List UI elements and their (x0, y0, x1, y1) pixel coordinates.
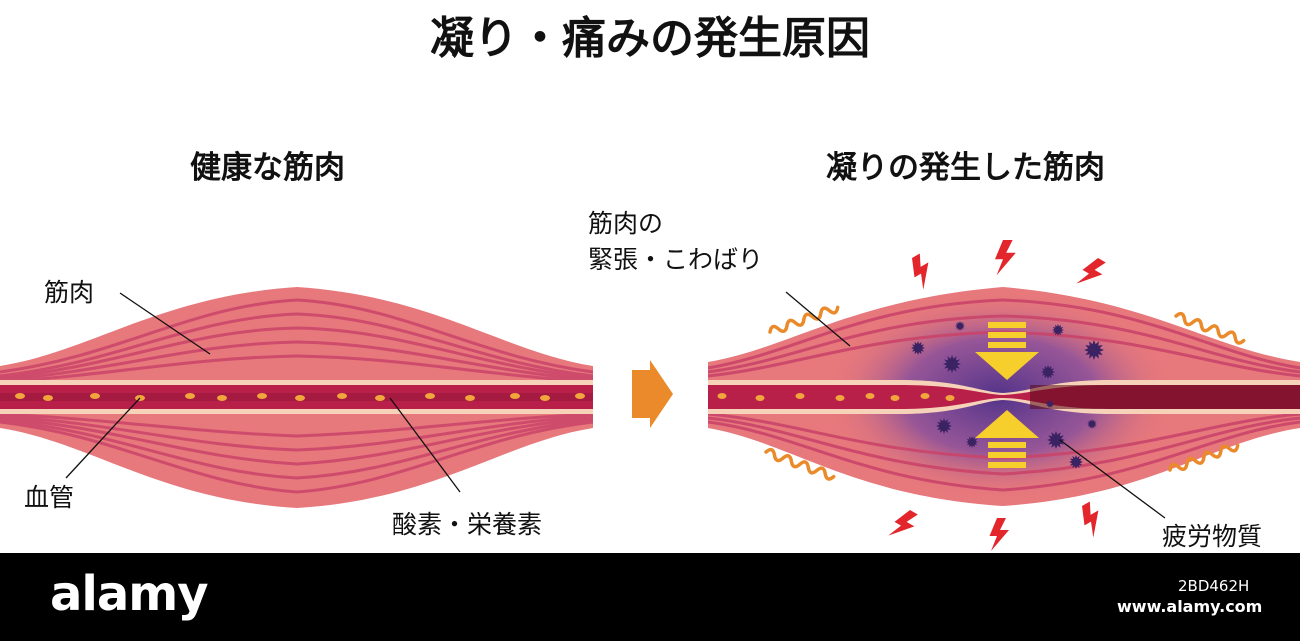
leader-line-vessel (65, 397, 141, 479)
nutrient-particle (540, 395, 550, 401)
fatigue-particle (1069, 455, 1083, 469)
nutrient-particle (185, 393, 195, 399)
fatigue-particle (1047, 431, 1065, 449)
fatigue-particle (936, 418, 952, 434)
label-fatigue-substance: 疲労物質 (1162, 522, 1263, 551)
nutrient-particle (295, 395, 305, 401)
nutrient-particle (337, 393, 347, 399)
nutrient-particle (90, 393, 100, 399)
nutrient-particle (217, 395, 227, 401)
leader-line-nutrients (389, 397, 461, 493)
diagram-title: 凝り・痛みの発生原因 (430, 13, 870, 64)
stiff-heading: 凝りの発生した筋肉 (826, 150, 1105, 186)
pain-marks (888, 240, 1106, 551)
fatigue-particle (911, 341, 925, 355)
tension-waves (764, 305, 1246, 481)
label-muscle: 筋肉 (44, 278, 95, 307)
right-arrow-icon (632, 360, 673, 428)
nutrient-particle (575, 393, 585, 399)
nutrient-particle (43, 395, 53, 401)
healthy-nutrient-particles (15, 393, 585, 401)
muscle-diagram (0, 240, 1300, 551)
nutrient-particle (717, 393, 727, 399)
healthy-heading: 健康な筋肉 (190, 150, 345, 186)
pain-lightning-icon (912, 253, 929, 290)
tension-wave (764, 447, 836, 481)
tension-wave (1174, 311, 1246, 345)
nutrient-particle (945, 395, 955, 401)
nutrient-particle (15, 393, 25, 399)
fatigue-substance-particles (911, 321, 1104, 469)
nutrient-particle (425, 393, 435, 399)
watermark-image-id: 2BD462H (1178, 577, 1250, 595)
fatigue-particle (1052, 324, 1064, 336)
healthy-muscle-fibers (0, 298, 593, 494)
nutrient-particle (890, 395, 900, 401)
nutrient-particle (257, 393, 267, 399)
nutrient-particle (795, 393, 805, 399)
fatigue-particle (1046, 400, 1054, 408)
nutrient-particle (920, 393, 930, 399)
pain-lightning-icon (888, 510, 918, 536)
leader-line-tension (785, 291, 851, 347)
compress-arrow-up-icon (975, 410, 1039, 468)
fatigue-particle (1087, 419, 1097, 429)
label-oxygen-nutrients: 酸素・栄養素 (392, 510, 543, 539)
healthy-muscle (0, 287, 593, 508)
nutrient-particle (375, 395, 385, 401)
fatigue-particle (943, 355, 961, 373)
label-muscle-tension: 筋肉の 緊張・こわばり (588, 206, 763, 278)
watermark-brand-logo: alamy (50, 566, 209, 622)
compress-arrow-down-icon (975, 322, 1039, 380)
leader-line-fatigue (1059, 439, 1166, 519)
pain-lightning-icon (989, 518, 1009, 551)
stiff-nutrient-particles (717, 393, 955, 401)
nutrient-particle (465, 395, 475, 401)
watermark-footer (0, 553, 1300, 641)
leader-line-muscle (119, 292, 211, 355)
tension-wave (1168, 443, 1240, 472)
pain-lightning-icon (1076, 258, 1106, 284)
fatigue-particle (955, 321, 965, 331)
watermark-site: www.alamy.com (1117, 597, 1263, 616)
nutrient-particle (510, 393, 520, 399)
stiff-blood-vessel (708, 380, 1300, 414)
pain-lightning-icon (994, 240, 1016, 276)
label-muscle-tension-line1: 筋肉の (588, 209, 664, 238)
tension-wave (768, 305, 840, 334)
nutrient-particle (835, 395, 845, 401)
fatigue-particle (1041, 365, 1055, 379)
nutrient-particle (865, 393, 875, 399)
stiff-muscle (708, 240, 1300, 551)
label-muscle-tension-line2: 緊張・こわばり (588, 245, 764, 274)
fatigue-particle (966, 436, 978, 448)
pain-lightning-icon (1082, 501, 1099, 538)
fatigue-particle (1084, 340, 1104, 360)
nutrient-particle (755, 395, 765, 401)
label-blood-vessel: 血管 (24, 483, 75, 512)
